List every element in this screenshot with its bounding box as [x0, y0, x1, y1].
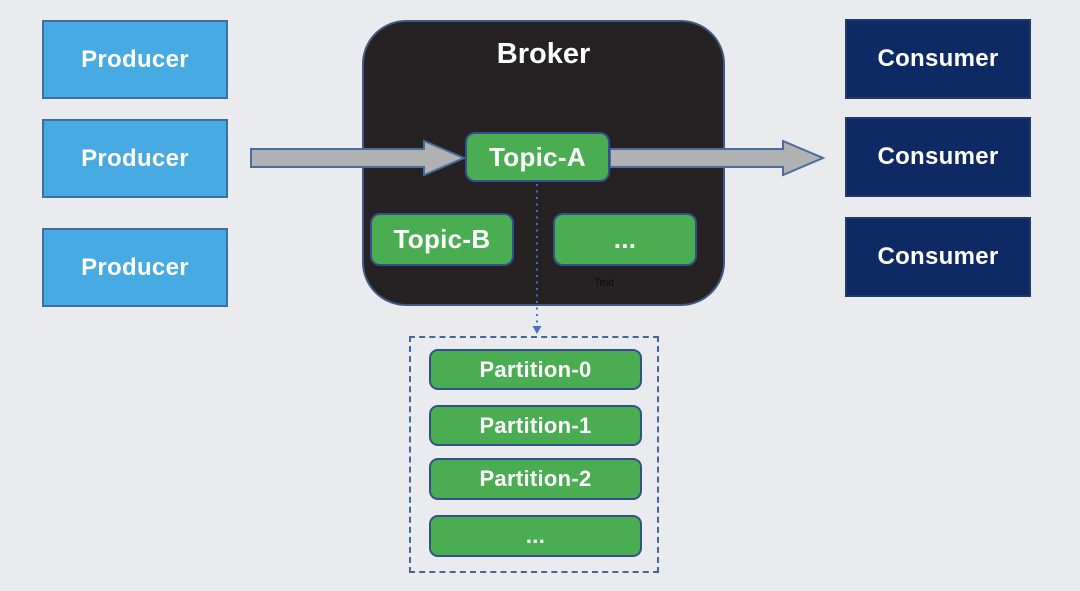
partition-label: Partition-1 — [479, 412, 592, 438]
broker-title: Broker — [496, 38, 591, 70]
partition-label: Partition-2 — [479, 466, 592, 491]
consumer-box-3: Consumer — [845, 217, 1031, 297]
topic-b-box: Topic-B — [370, 213, 514, 266]
producer-box-2: Producer — [42, 119, 228, 198]
partition-ellipsis-box: ... — [429, 515, 642, 557]
producer-box-3: Producer — [42, 228, 228, 307]
partition-box-2: Partition-2 — [429, 458, 642, 500]
partition-label: Partition-0 — [479, 356, 592, 382]
stray-text-label: Text — [594, 277, 615, 289]
producer-box-1: Producer — [42, 20, 228, 99]
consumer-box-2: Consumer — [845, 117, 1031, 197]
producer-label: Producer — [81, 144, 189, 172]
partition-box-0: Partition-0 — [429, 349, 642, 390]
partition-group-box — [409, 336, 659, 573]
topic-ellipsis-label: ... — [613, 224, 637, 254]
producer-label: Producer — [81, 45, 189, 73]
partition-ellipsis-label: ... — [525, 523, 546, 548]
producer-label: Producer — [81, 253, 189, 281]
topic-ellipsis-box: ... — [553, 213, 697, 266]
consumer-label: Consumer — [877, 45, 999, 72]
topic-a-box: Topic-A — [465, 132, 610, 182]
connector-arrowhead-icon — [532, 326, 542, 334]
consumer-label: Consumer — [877, 143, 999, 170]
topic-b-label: Topic-B — [393, 224, 491, 254]
consumer-box-1: Consumer — [845, 19, 1031, 99]
consumer-label: Consumer — [877, 243, 999, 270]
topic-a-label: Topic-A — [489, 141, 586, 172]
partition-box-1: Partition-1 — [429, 405, 642, 446]
